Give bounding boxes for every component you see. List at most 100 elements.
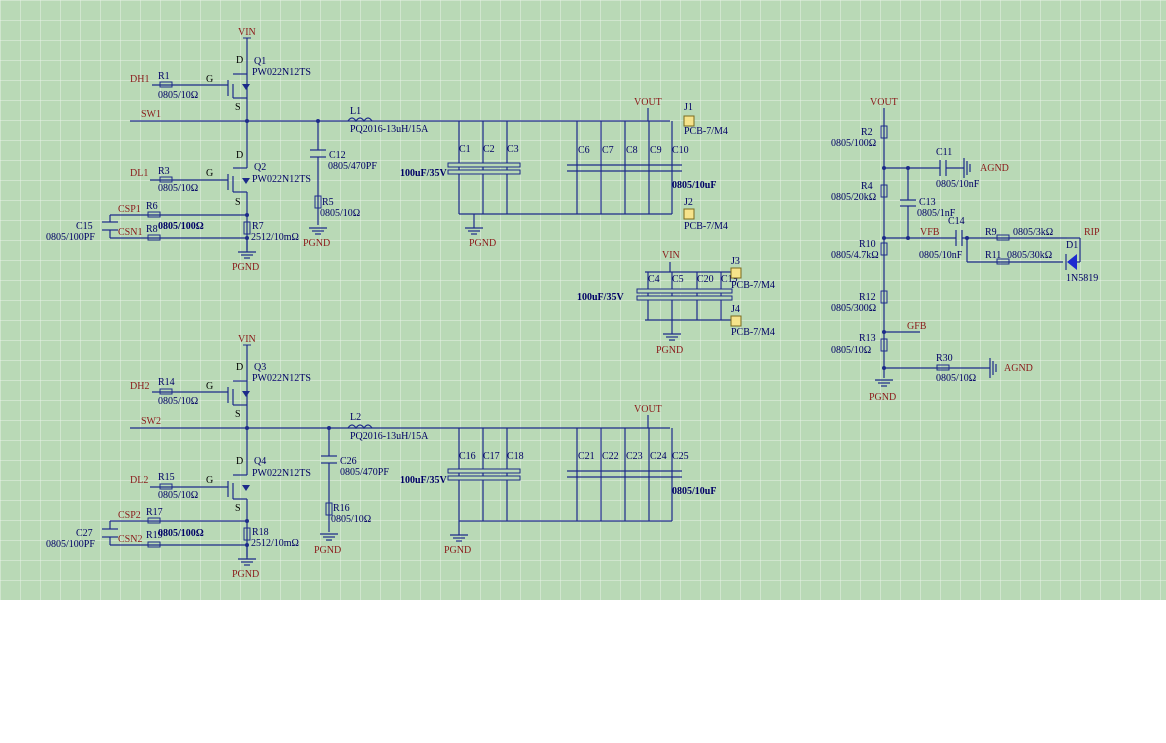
- r11-ref[interactable]: R11: [985, 250, 1001, 261]
- bulk-caps-bank-3[interactable]: [636, 272, 733, 320]
- vout-label-1[interactable]: VOUT: [634, 97, 662, 108]
- resistor-r16[interactable]: [325, 502, 333, 516]
- r2-ref[interactable]: R2: [861, 127, 873, 138]
- mlcc-bank-2[interactable]: [567, 428, 682, 521]
- csp2-label[interactable]: CSP2: [118, 510, 141, 521]
- resistor-r6[interactable]: [147, 211, 161, 218]
- c9-ref[interactable]: C9: [650, 145, 662, 156]
- resistor-r11[interactable]: [996, 258, 1010, 265]
- c21-ref[interactable]: C21: [578, 451, 595, 462]
- c6-ref[interactable]: C6: [578, 145, 590, 156]
- r19-ref[interactable]: R19: [146, 530, 163, 541]
- bulk-caps-bank-1[interactable]: [447, 121, 521, 214]
- inductor-l2[interactable]: [347, 424, 373, 430]
- pgnd-label-5[interactable]: PGND: [314, 545, 341, 556]
- resistor-r13[interactable]: [880, 338, 888, 352]
- resistor-r3[interactable]: [159, 176, 173, 183]
- q4-ref[interactable]: Q4: [254, 456, 266, 467]
- mosfet-q4[interactable]: [227, 428, 250, 521]
- r9-ref[interactable]: R9: [985, 227, 997, 238]
- csp1-label[interactable]: CSP1: [118, 204, 141, 215]
- r5-ref[interactable]: R5: [322, 197, 334, 208]
- csn2-label[interactable]: CSN2: [118, 534, 142, 545]
- d1-ref[interactable]: D1: [1066, 240, 1078, 251]
- c27-ref[interactable]: C27: [76, 528, 93, 539]
- resistor-r17[interactable]: [147, 517, 161, 524]
- c20-ref[interactable]: C20: [697, 274, 714, 285]
- pgnd-label-3[interactable]: PGND: [469, 238, 496, 249]
- c1-ref[interactable]: C1: [459, 144, 471, 155]
- c12-ref[interactable]: C12: [329, 150, 346, 161]
- vin-label-q1[interactable]: VIN: [238, 27, 256, 38]
- r10-ref[interactable]: R10: [859, 239, 876, 250]
- r4-ref[interactable]: R4: [861, 181, 873, 192]
- vin-label-bank[interactable]: VIN: [662, 250, 680, 261]
- resistor-r9[interactable]: [996, 234, 1010, 241]
- c26-ref[interactable]: C26: [340, 456, 357, 467]
- dl1-label[interactable]: DL1: [130, 168, 148, 179]
- resistor-r30[interactable]: [936, 364, 950, 371]
- j2-ref[interactable]: J2: [684, 197, 693, 208]
- r16-ref[interactable]: R16: [333, 503, 350, 514]
- mlcc-bank-1[interactable]: [567, 121, 682, 214]
- resistor-r12[interactable]: [880, 290, 888, 304]
- q1-ref[interactable]: Q1: [254, 56, 266, 67]
- resistor-r15[interactable]: [159, 483, 173, 490]
- c2-ref[interactable]: C2: [483, 144, 495, 155]
- c7-ref[interactable]: C7: [602, 145, 614, 156]
- sw2-label[interactable]: SW2: [141, 416, 161, 427]
- connector-j1[interactable]: [683, 115, 695, 127]
- r30-ref[interactable]: R30: [936, 353, 953, 364]
- resistor-r18[interactable]: [243, 527, 251, 541]
- vin-label-q3[interactable]: VIN: [238, 334, 256, 345]
- connector-j3[interactable]: [730, 267, 742, 279]
- vout-label-fb[interactable]: VOUT: [870, 97, 898, 108]
- j1-ref[interactable]: J1: [684, 102, 693, 113]
- pgnd-label-1[interactable]: PGND: [232, 262, 259, 273]
- pgnd-label-4[interactable]: PGND: [232, 569, 259, 580]
- gfb-label[interactable]: GFB: [907, 321, 927, 332]
- c3-ref[interactable]: C3: [507, 144, 519, 155]
- pgnd-label-2[interactable]: PGND: [303, 238, 330, 249]
- mosfet-q3[interactable]: [227, 367, 250, 428]
- csn1-label[interactable]: CSN1: [118, 227, 142, 238]
- q2-ref[interactable]: Q2: [254, 162, 266, 173]
- resistor-r7[interactable]: [243, 221, 251, 235]
- c13-ref[interactable]: C13: [919, 197, 936, 208]
- inductor-l1[interactable]: [347, 117, 373, 123]
- c19-ref[interactable]: C19: [721, 274, 738, 285]
- l2-ref[interactable]: L2: [350, 412, 361, 423]
- c18-ref[interactable]: C18: [507, 451, 524, 462]
- resistor-r2[interactable]: [880, 125, 888, 139]
- r8-ref[interactable]: R8: [146, 224, 158, 235]
- resistor-r19[interactable]: [147, 541, 161, 548]
- resistor-r14[interactable]: [159, 388, 173, 395]
- c14-ref[interactable]: C14: [948, 216, 965, 227]
- r3-ref[interactable]: R3: [158, 166, 170, 177]
- sw1-label[interactable]: SW1: [141, 109, 161, 120]
- mosfet-q1[interactable]: [227, 60, 250, 121]
- vout-label-2[interactable]: VOUT: [634, 404, 662, 415]
- r1-ref[interactable]: R1: [158, 71, 170, 82]
- c8-ref[interactable]: C8: [626, 145, 638, 156]
- c23-ref[interactable]: C23: [626, 451, 643, 462]
- l1-ref[interactable]: L1: [350, 106, 361, 117]
- dl2-label[interactable]: DL2: [130, 475, 148, 486]
- pgnd-label-bank[interactable]: PGND: [656, 345, 683, 356]
- c22-ref[interactable]: C22: [602, 451, 619, 462]
- vfb-label[interactable]: VFB: [920, 227, 940, 238]
- r13-ref[interactable]: R13: [859, 333, 876, 344]
- r14-ref[interactable]: R14: [158, 377, 175, 388]
- resistor-r8[interactable]: [147, 234, 161, 241]
- r6-ref[interactable]: R6: [146, 201, 158, 212]
- diode-d1[interactable]: [1065, 254, 1077, 270]
- resistor-r5[interactable]: [314, 195, 322, 209]
- c11-ref[interactable]: C11: [936, 147, 952, 158]
- resistor-r10[interactable]: [880, 242, 888, 256]
- pgnd-label-fb[interactable]: PGND: [869, 392, 896, 403]
- c25-ref[interactable]: C25: [672, 451, 689, 462]
- mosfet-q2[interactable]: [227, 121, 250, 215]
- r18-ref[interactable]: R18: [252, 527, 269, 538]
- j4-ref[interactable]: J4: [731, 304, 740, 315]
- c15-ref[interactable]: C15: [76, 221, 93, 232]
